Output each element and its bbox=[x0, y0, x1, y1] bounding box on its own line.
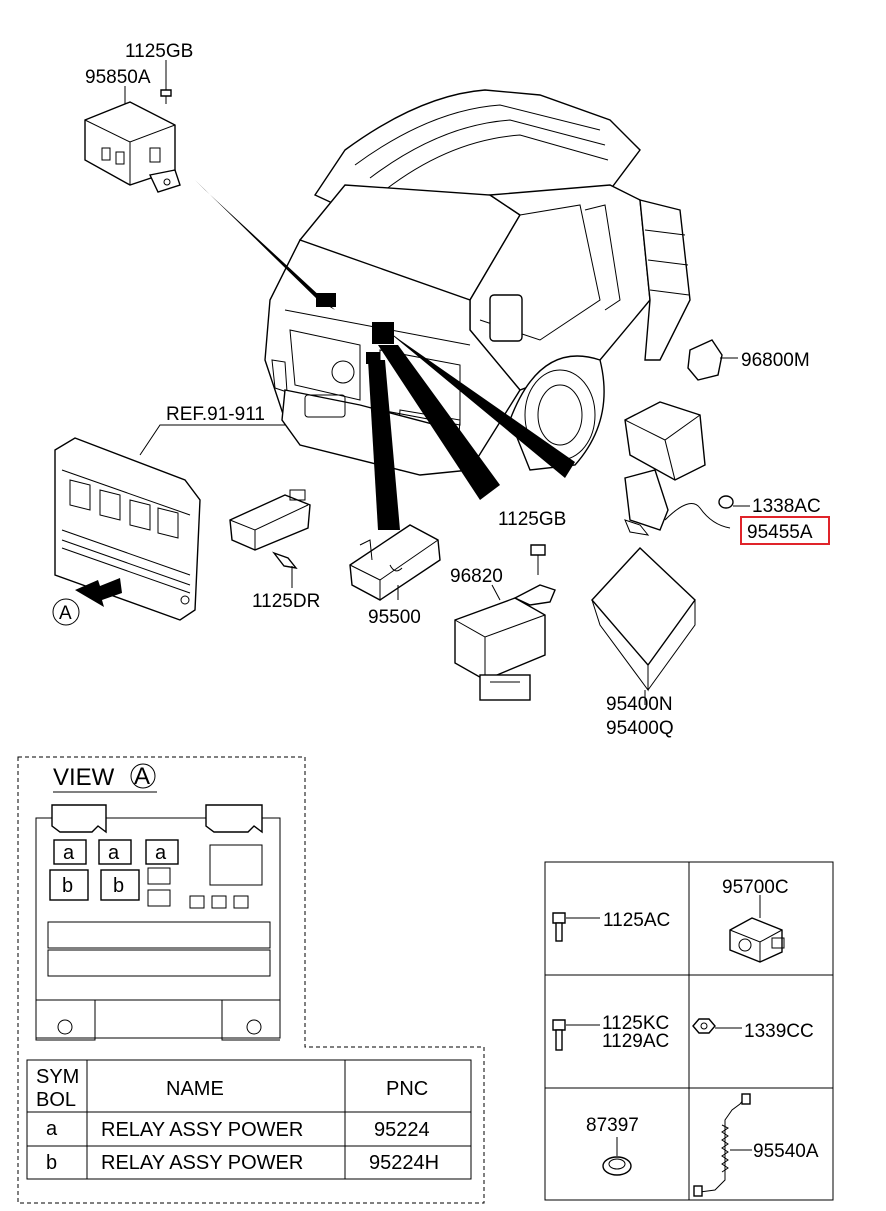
label-87397: 87397 bbox=[586, 1115, 639, 1136]
label-95850A: 95850A bbox=[85, 67, 151, 88]
label-1339CC: 1339CC bbox=[744, 1021, 814, 1042]
table-header-pnc: PNC bbox=[386, 1078, 428, 1100]
view-a-title: VIEW bbox=[53, 764, 115, 791]
screw-1125GB-mid bbox=[530, 544, 546, 575]
part-96820 bbox=[454, 584, 556, 701]
label-1125DR: 1125DR bbox=[252, 591, 320, 612]
relay-a-label: a bbox=[63, 842, 75, 864]
table-row-pnc: 95224 bbox=[374, 1119, 430, 1141]
relay-b-label: b bbox=[113, 875, 124, 897]
label-1129AC: 1129AC bbox=[602, 1031, 669, 1052]
label-1338AC: 1338AC bbox=[752, 496, 821, 517]
label-95455A: 95455A bbox=[747, 522, 813, 543]
label-1125GB-top: 1125GB bbox=[125, 41, 193, 62]
nut-1339CC-icon bbox=[692, 1018, 742, 1034]
highlight-box-95455A bbox=[740, 516, 830, 545]
view-a-panel bbox=[17, 756, 485, 1204]
part-95500 bbox=[349, 524, 441, 601]
grommet-87397-icon bbox=[602, 1137, 632, 1176]
junction-box bbox=[52, 424, 285, 626]
relay-a-label: a bbox=[108, 842, 120, 864]
table-row-sym: a bbox=[46, 1118, 58, 1140]
label-96820: 96820 bbox=[450, 566, 503, 587]
bolt-1125KC-icon bbox=[552, 1019, 600, 1051]
relay-a-label: a bbox=[155, 842, 167, 864]
view-a-marker: A bbox=[59, 603, 72, 624]
table-row-name: RELAY ASSY POWER bbox=[101, 1152, 303, 1174]
table-header-bol: BOL bbox=[36, 1089, 76, 1111]
label-95540A: 95540A bbox=[753, 1141, 819, 1162]
label-95400N: 95400N bbox=[606, 694, 673, 715]
label-1125KC: 1125KC bbox=[602, 1013, 669, 1034]
part-95850A bbox=[84, 86, 181, 193]
sensor-wire-95540A-icon bbox=[693, 1093, 752, 1197]
label-1125AC: 1125AC bbox=[603, 910, 670, 931]
part-95400 bbox=[591, 547, 696, 705]
label-1125GB-mid: 1125GB bbox=[498, 509, 566, 530]
connector-95700C-icon bbox=[729, 895, 785, 963]
label-96800M: 96800M bbox=[741, 350, 810, 371]
parts-grid bbox=[544, 861, 834, 1201]
label-ref-91-911: REF.91-911 bbox=[166, 404, 265, 425]
table-row-pnc: 95224H bbox=[369, 1152, 439, 1174]
relay-b-label: b bbox=[62, 875, 73, 897]
label-95700C: 95700C bbox=[722, 877, 789, 898]
table-row-sym: b bbox=[46, 1152, 57, 1174]
bolt-1125AC-icon bbox=[552, 912, 600, 942]
table-header-name: NAME bbox=[166, 1078, 224, 1100]
part-sensor-1125DR bbox=[229, 489, 311, 588]
table-header-sym: SYM bbox=[36, 1066, 79, 1088]
table-row-name: RELAY ASSY POWER bbox=[101, 1119, 303, 1141]
label-95400Q: 95400Q bbox=[606, 718, 674, 739]
legend-table bbox=[26, 1059, 472, 1180]
screw-1125GB-top bbox=[160, 60, 172, 104]
part-bracket-assembly bbox=[624, 339, 750, 536]
label-95500: 95500 bbox=[368, 607, 421, 628]
truck-cab-illustration bbox=[195, 89, 691, 530]
view-a-title-marker: A bbox=[134, 763, 150, 790]
